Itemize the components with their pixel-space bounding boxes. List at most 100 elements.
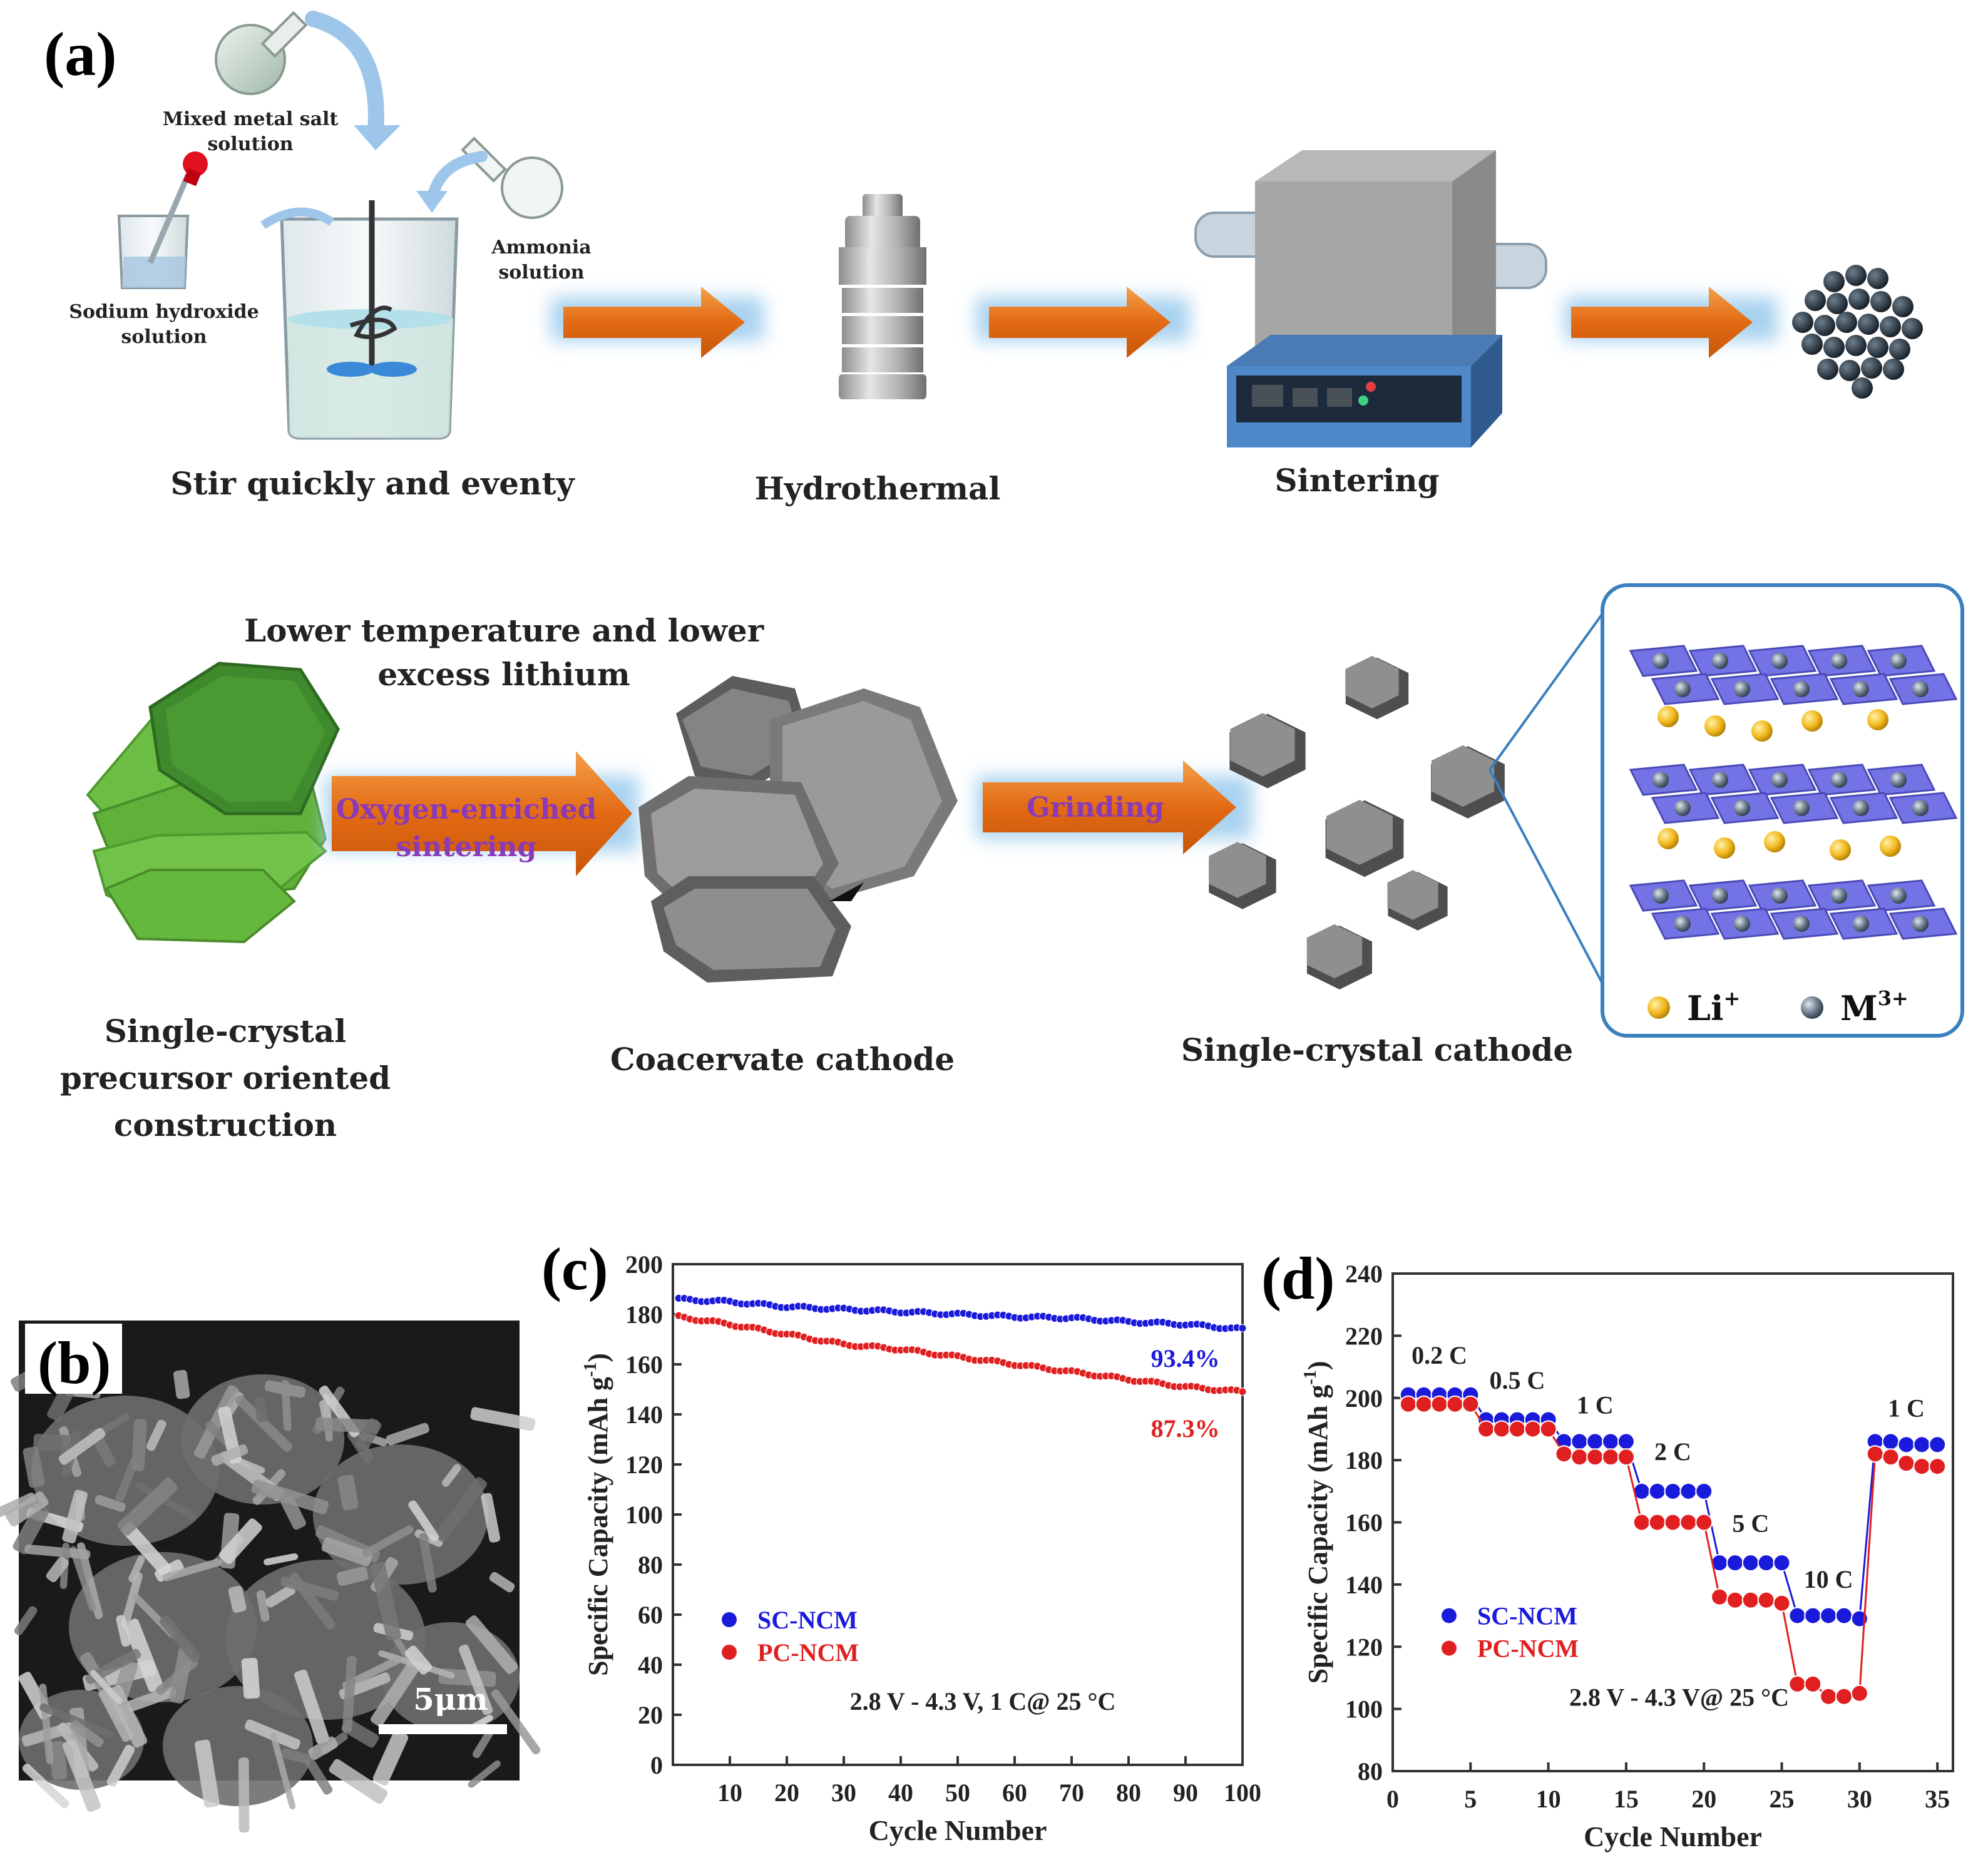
data-point — [1524, 1420, 1542, 1438]
panel-a-label: (a) — [44, 19, 117, 89]
data-point — [1695, 1482, 1713, 1500]
step-stir-label: Stir quickly and eventy — [170, 465, 575, 502]
sem-image — [0, 1321, 541, 1833]
data-point — [1632, 1513, 1651, 1531]
x-tick-label: 40 — [888, 1779, 913, 1807]
data-point — [1741, 1591, 1760, 1609]
x-tick-label: 25 — [1770, 1785, 1795, 1813]
x-tick-label: 10 — [717, 1779, 742, 1807]
particle-cluster-icon — [1792, 265, 1923, 399]
rate-label: 1 C — [1577, 1391, 1614, 1419]
x-tick-label: 20 — [774, 1779, 799, 1807]
data-point — [1741, 1554, 1760, 1572]
data-point — [1882, 1433, 1900, 1451]
y-tick-label: 220 — [1345, 1322, 1383, 1350]
x-tick-label: 70 — [1059, 1779, 1084, 1807]
x-tick-label: 100 — [1224, 1779, 1261, 1807]
legend-label: PC-NCM — [1477, 1635, 1579, 1663]
data-point — [1882, 1448, 1900, 1466]
legend-marker — [1442, 1608, 1457, 1623]
data-point — [1617, 1448, 1635, 1466]
data-point — [1602, 1448, 1620, 1466]
y-tick-label: 60 — [638, 1601, 663, 1629]
x-tick-label: 20 — [1691, 1785, 1716, 1813]
retention-label: 87.3% — [1151, 1414, 1220, 1443]
y-tick-label: 100 — [625, 1501, 663, 1529]
data-point — [1493, 1420, 1511, 1438]
data-point — [1664, 1482, 1682, 1500]
x-tick-label: 5 — [1464, 1785, 1477, 1813]
data-point — [1648, 1513, 1666, 1531]
scale-bar-label: 5μm — [413, 1682, 488, 1717]
precursor-caption: Single-crystal — [105, 1013, 346, 1050]
data-point — [1711, 1588, 1729, 1606]
data-point — [1835, 1687, 1853, 1705]
data-point — [1929, 1458, 1947, 1476]
panel-label: (d) — [1261, 1245, 1335, 1312]
process-arrow-icon — [976, 287, 1189, 358]
legend-marker — [722, 1645, 737, 1660]
precursor-caption: construction — [114, 1106, 337, 1143]
single-crystal-caption: Single-crystal cathode — [1181, 1031, 1573, 1068]
y-tick-label: 120 — [1345, 1633, 1383, 1661]
legend-m-label: M3+ — [1840, 986, 1909, 1028]
data-point — [1929, 1436, 1947, 1454]
precursor-caption: precursor oriented — [60, 1060, 391, 1096]
y-axis-label: Specific Capacity (mAh g-1) — [581, 1353, 613, 1676]
rate-label: 2 C — [1654, 1438, 1691, 1466]
curved-arrow-icon — [305, 11, 384, 140]
rate-label: 1 C — [1888, 1394, 1925, 1423]
y-tick-label: 80 — [638, 1551, 663, 1579]
legend-li-label: Li+ — [1687, 986, 1740, 1028]
data-point — [1850, 1684, 1868, 1702]
y-axis-label: Specific Capacity (mAh g-1) — [1301, 1361, 1333, 1684]
data-point — [1508, 1420, 1526, 1438]
sodium-hydroxide-label: Sodium hydroxide — [69, 301, 259, 323]
x-tick-label: 50 — [945, 1779, 970, 1807]
coacervate-cathode-icon — [638, 676, 958, 983]
data-point — [1570, 1448, 1589, 1466]
y-tick-label: 40 — [638, 1651, 663, 1679]
data-point — [1726, 1554, 1744, 1572]
y-tick-label: 240 — [1345, 1260, 1383, 1288]
x-tick-label: 30 — [1847, 1785, 1872, 1813]
oxygen-sintering-label: Oxygen-enriched — [336, 794, 597, 825]
data-point — [1913, 1458, 1931, 1476]
y-tick-label: 100 — [1345, 1695, 1383, 1724]
data-point — [1539, 1420, 1557, 1438]
x-axis-label: Cycle Number — [1584, 1821, 1762, 1852]
data-point — [1415, 1395, 1433, 1413]
x-tick-label: 60 — [1002, 1779, 1027, 1807]
data-point — [1788, 1607, 1806, 1625]
x-tick-label: 35 — [1925, 1785, 1950, 1813]
y-tick-label: 140 — [625, 1401, 663, 1429]
grinding-label: Grinding — [1027, 792, 1164, 824]
panel-b-label-box — [25, 1324, 122, 1394]
data-point — [1586, 1433, 1604, 1451]
x-tick-label: 10 — [1536, 1785, 1561, 1813]
data-point — [1238, 1387, 1247, 1396]
condition-annotation: 2.8 V - 4.3 V, 1 C@ 25 °C — [850, 1687, 1116, 1715]
legend-label: SC-NCM — [1477, 1602, 1577, 1630]
data-point — [1726, 1591, 1744, 1609]
condition-annotation: 2.8 V - 4.3 V@ 25 °C — [1569, 1683, 1789, 1712]
data-point — [1820, 1607, 1838, 1625]
process-arrow-icon — [1565, 287, 1778, 358]
x-tick-label: 0 — [1386, 1785, 1399, 1813]
y-tick-label: 200 — [1345, 1384, 1383, 1413]
coacervate-caption: Coacervate cathode — [610, 1041, 955, 1078]
data-point — [1695, 1513, 1713, 1531]
zoom-line — [1488, 600, 1613, 771]
data-point — [1788, 1675, 1806, 1693]
single-crystal-particles-icon — [1209, 656, 1505, 989]
data-point — [1399, 1395, 1417, 1413]
mixed-metal-salt-label: solution — [207, 133, 293, 155]
scale-bar — [379, 1724, 507, 1734]
data-point — [1679, 1513, 1698, 1531]
y-tick-label: 200 — [625, 1250, 663, 1279]
data-point — [1835, 1607, 1853, 1625]
data-point — [1866, 1445, 1884, 1463]
data-point — [1555, 1445, 1573, 1463]
step-hydrothermal-label: Hydrothermal — [755, 470, 1001, 507]
